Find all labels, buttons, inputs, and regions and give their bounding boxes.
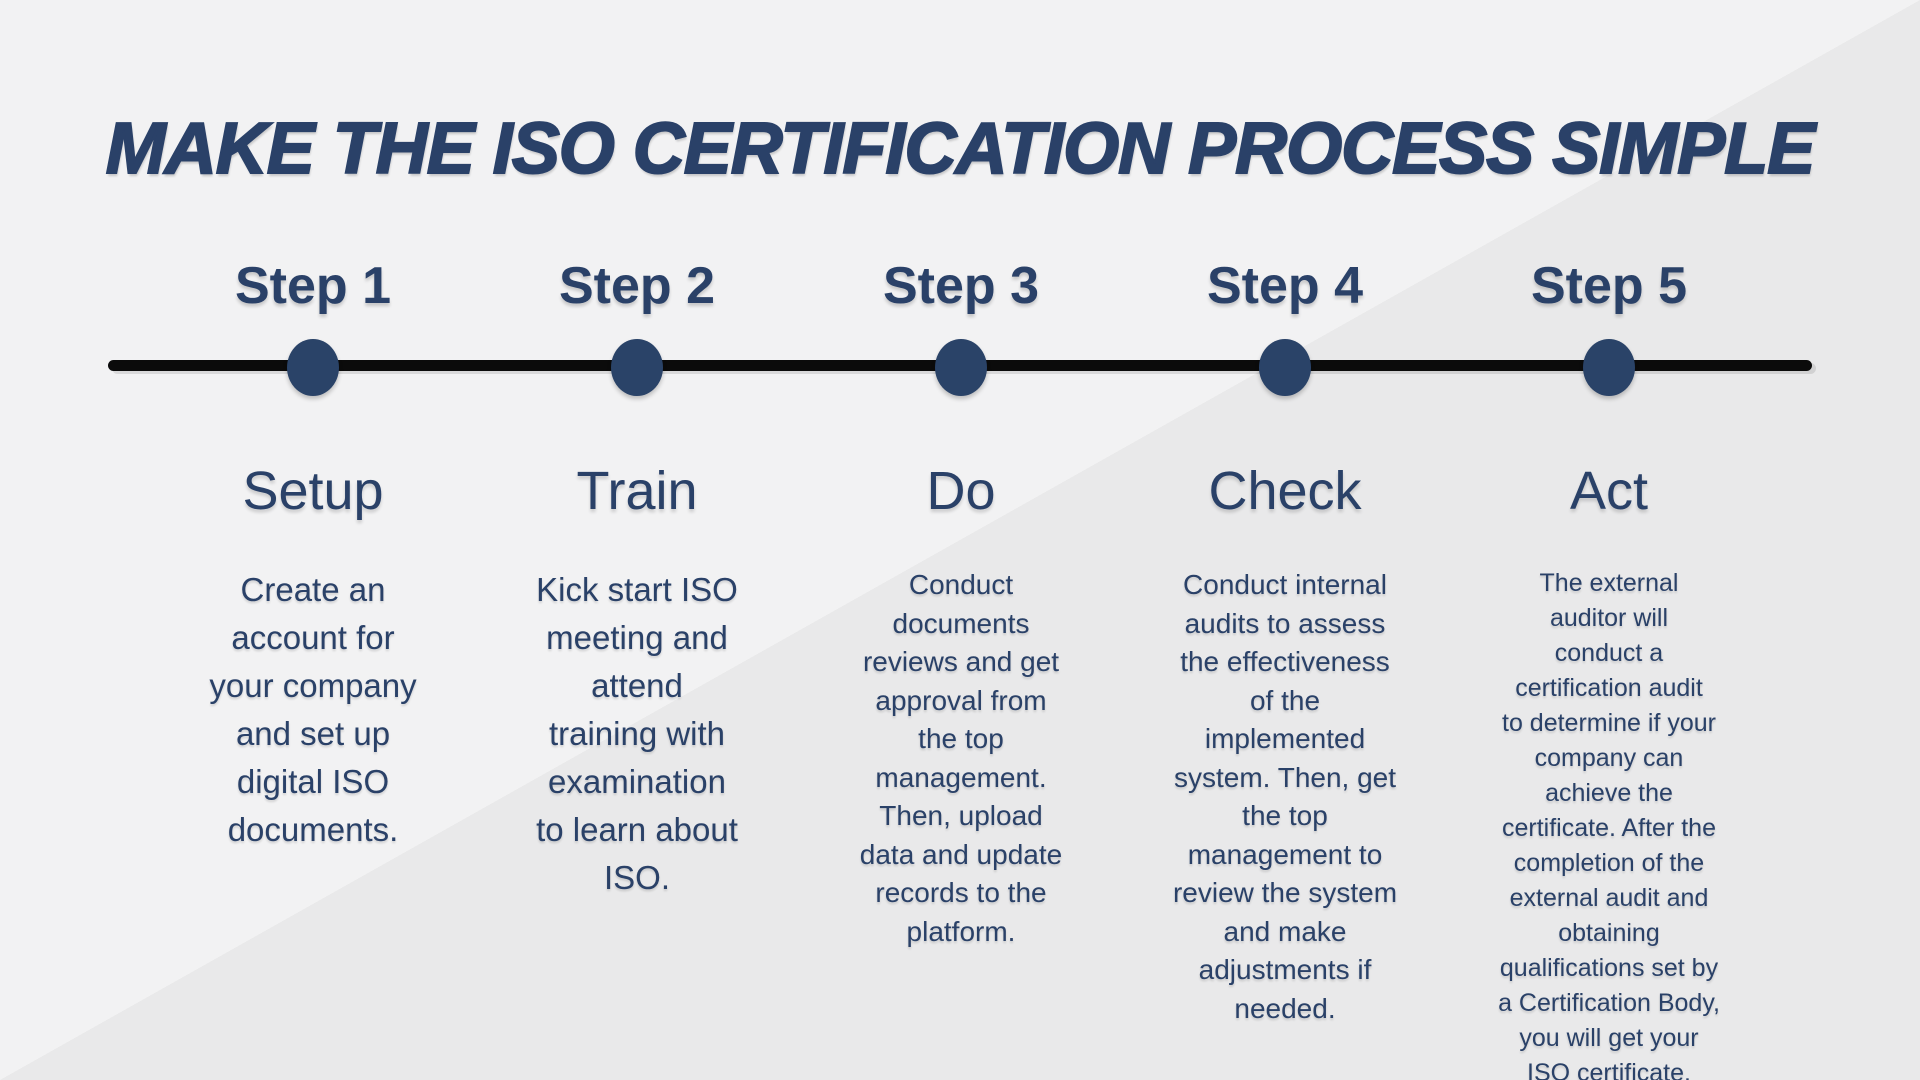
- step-5-marker-dot: [1583, 339, 1635, 396]
- step-column-1: Step 1 Setup Create an account for your …: [143, 0, 483, 1080]
- step-4-label: Step 4: [1206, 257, 1364, 315]
- step-5-label: Step 5: [1530, 257, 1688, 315]
- step-2-description: Kick start ISO meeting and attend traini…: [536, 571, 738, 896]
- step-2-marker-dot: [611, 339, 663, 396]
- step-3-description: Conduct documents reviews and get approv…: [859, 569, 1063, 947]
- step-5-description: The external auditor will conduct a cert…: [1498, 569, 1720, 1080]
- step-column-3: Step 3 Do Conduct documents reviews and …: [791, 0, 1131, 1080]
- step-4-phase-title: Check: [1208, 461, 1362, 521]
- step-5-phase-title: Act: [1569, 461, 1649, 521]
- step-1-marker-dot: [287, 339, 339, 396]
- step-3-marker-dot: [935, 339, 987, 396]
- step-3-phase-title: Do: [926, 461, 996, 521]
- step-column-4: Step 4 Check Conduct internal audits to …: [1115, 0, 1455, 1080]
- page-title: MAKE THE ISO CERTIFICATION PROCESS SIMPL…: [105, 108, 1816, 190]
- step-4-marker-dot: [1259, 339, 1311, 396]
- step-column-2: Step 2 Train Kick start ISO meeting and …: [467, 0, 807, 1080]
- step-1-description: Create an account for your company and s…: [209, 571, 417, 848]
- step-2-label: Step 2: [558, 257, 716, 315]
- step-4-description: Conduct internal audits to assess the ef…: [1172, 569, 1398, 1024]
- step-1-phase-title: Setup: [242, 461, 384, 521]
- step-1-label: Step 1: [234, 257, 392, 315]
- step-2-phase-title: Train: [576, 461, 698, 521]
- step-3-label: Step 3: [882, 257, 1040, 315]
- step-column-5: Step 5 Act The external auditor will con…: [1439, 0, 1779, 1080]
